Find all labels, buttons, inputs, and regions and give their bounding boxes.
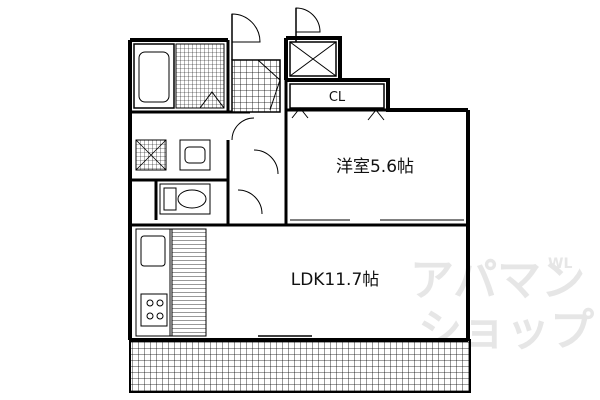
sink-basin: [184, 146, 206, 164]
closet: [289, 83, 385, 109]
kitchen-floor: [171, 228, 207, 337]
storage-door-swing: [295, 7, 321, 33]
toilet-tank: [163, 187, 177, 211]
door-swings: [231, 117, 279, 215]
bathtub-basin: [138, 51, 170, 103]
bathroom: [133, 43, 225, 109]
kitchen-sink: [140, 235, 166, 267]
watermark-line1: アパマン: [410, 255, 585, 306]
entry-door-swing: [231, 13, 261, 43]
western-room-label: 洋室5.6帖: [336, 157, 414, 177]
entry-tile-floor: [231, 59, 281, 113]
watermark: アパマン ショップ WL: [410, 255, 594, 356]
washroom: [135, 139, 211, 171]
ldk-label: LDK11.7帖: [291, 270, 380, 290]
stove: [140, 293, 168, 327]
kitchen: [135, 228, 207, 337]
toilet-room: [159, 183, 211, 215]
closet-label: CL: [329, 90, 346, 105]
toilet-bowl: [177, 189, 207, 209]
balcony: [129, 339, 471, 393]
watermark-small: WL: [548, 256, 572, 272]
storage-box: [289, 7, 337, 77]
